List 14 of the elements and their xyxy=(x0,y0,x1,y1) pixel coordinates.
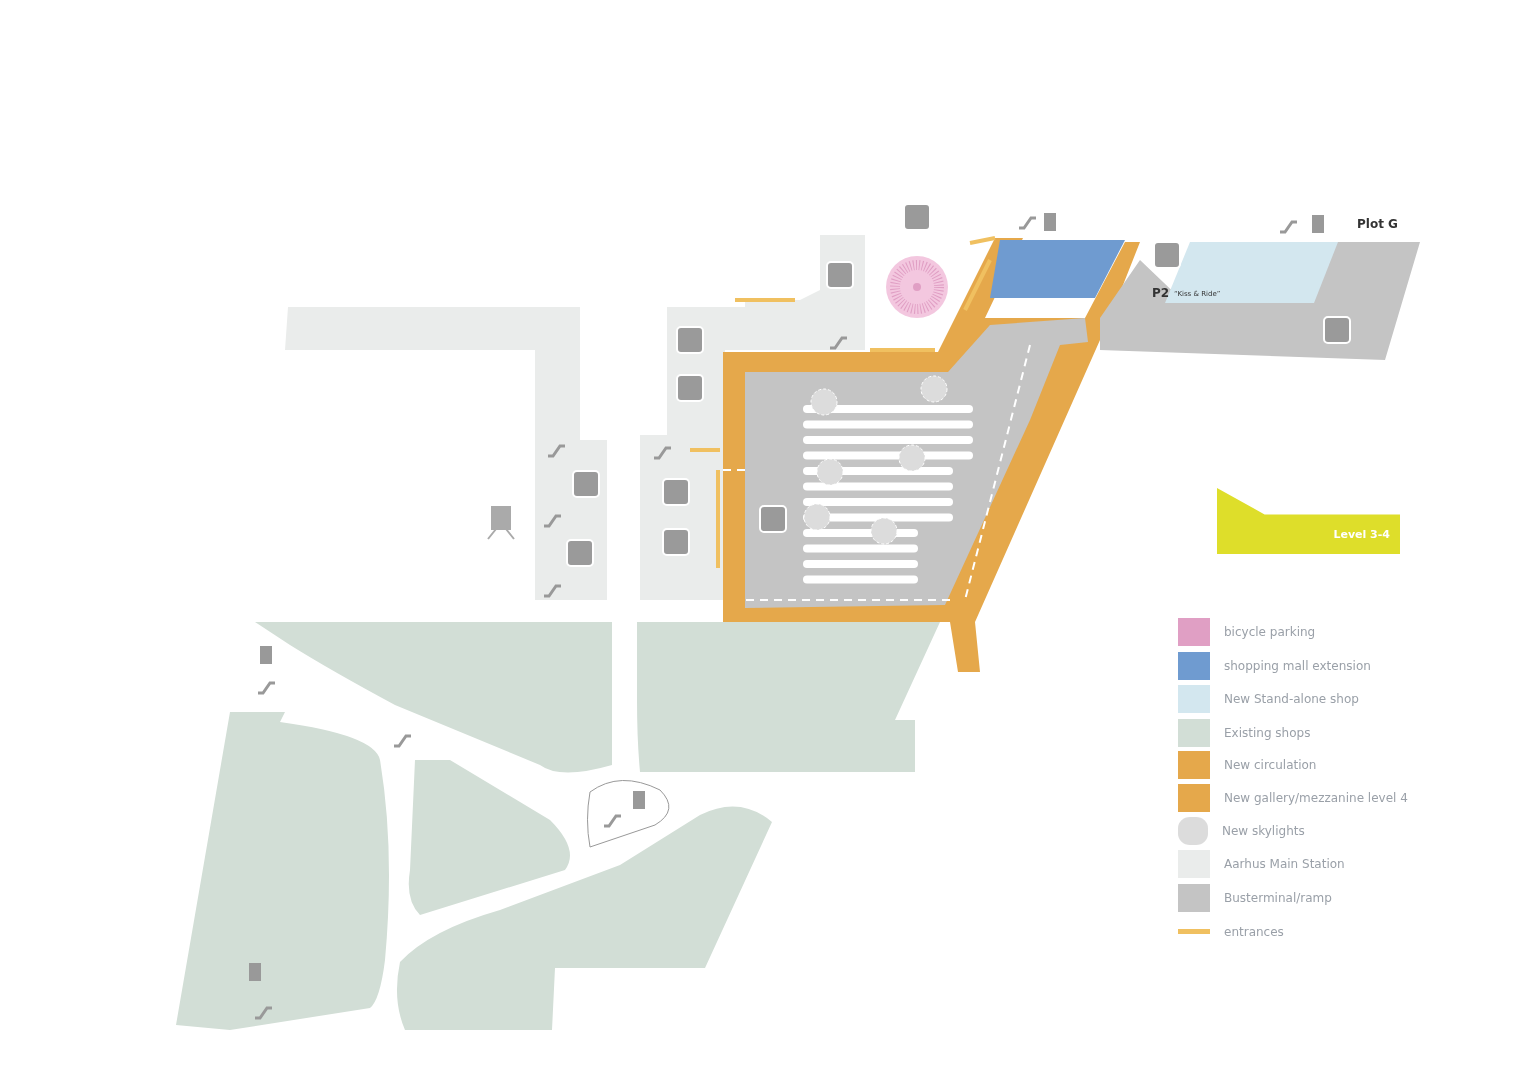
legend-text: Busterminal/ramp xyxy=(1224,891,1332,905)
legend-text: Aarhus Main Station xyxy=(1224,857,1345,871)
map-label: P2 xyxy=(1152,286,1170,300)
legend-text: New circulation xyxy=(1224,758,1317,772)
map-label: Plot G xyxy=(1357,217,1398,231)
legend-text: New skylights xyxy=(1222,824,1305,838)
legend-text: bicycle parking xyxy=(1224,625,1316,639)
level-label: Level 3-4 xyxy=(1333,528,1391,543)
legend-text: entrances xyxy=(1224,924,1284,939)
legend-text: New gallery/mezzanine level 4 xyxy=(1224,791,1408,805)
legend-text: Existing shops xyxy=(1224,726,1311,740)
legend-text: shopping mall extension xyxy=(1224,659,1371,673)
legend-text: New Stand-alone shop xyxy=(1224,692,1359,706)
level-flag xyxy=(1217,488,1400,554)
